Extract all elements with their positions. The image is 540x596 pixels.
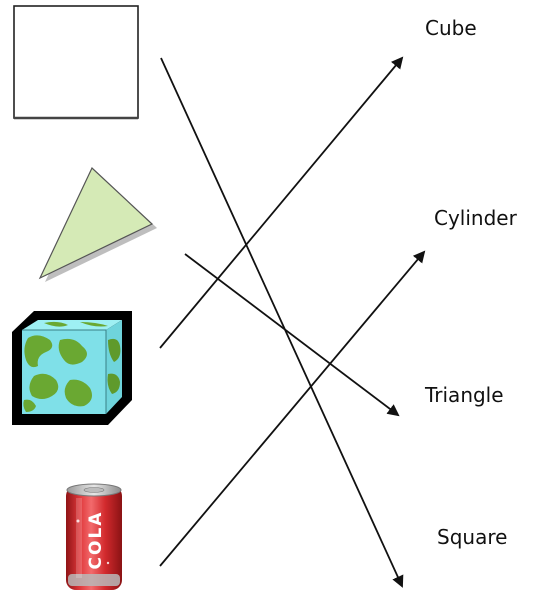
cola-can-picture: COLA <box>66 483 122 590</box>
square-picture <box>13 5 139 120</box>
label-cube: Cube <box>425 16 477 40</box>
arrow-square-to-square <box>160 57 404 588</box>
cube-picture <box>12 311 132 425</box>
triangle-picture <box>38 167 157 282</box>
label-square: Square <box>437 525 508 549</box>
label-cylinder: Cylinder <box>434 206 517 230</box>
label-triangle: Triangle <box>425 383 504 407</box>
can-cola-text: COLA <box>86 511 106 570</box>
arrow-can-to-cylinder <box>159 250 426 567</box>
arrow-cube-to-cube <box>159 56 404 349</box>
arrow-triangle-to-triangle <box>184 253 400 417</box>
